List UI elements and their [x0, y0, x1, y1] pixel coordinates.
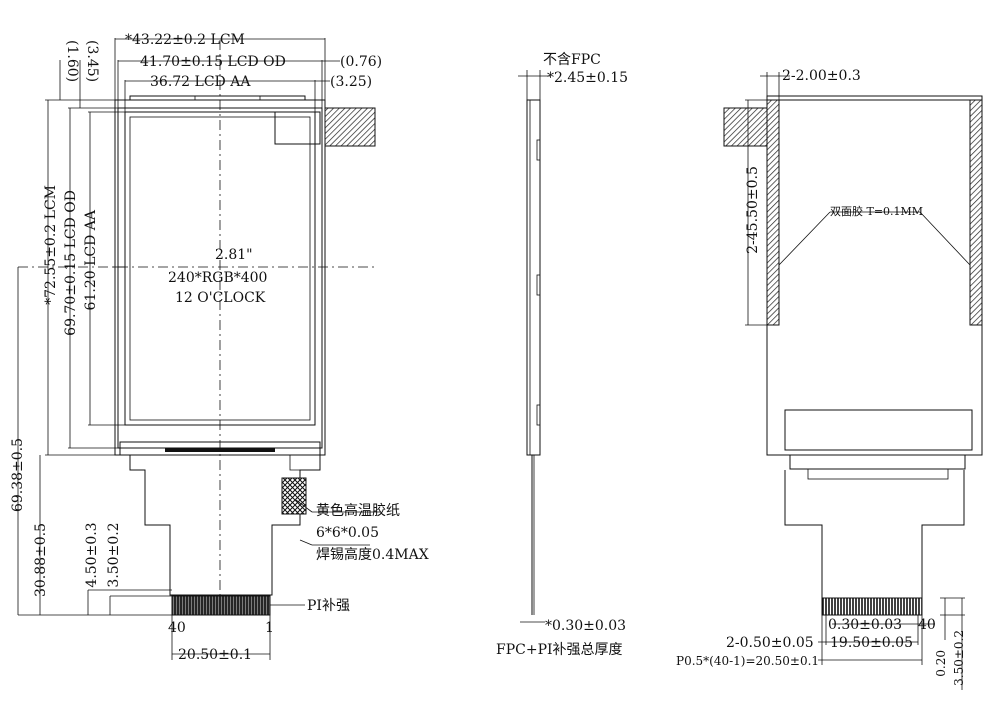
dim-pi-height-b: 3.50±0.2 [106, 522, 122, 587]
tape-label-1: 黄色高温胶纸 [316, 502, 400, 519]
back-tape-width: 2-2.00±0.3 [782, 68, 861, 84]
front-view: *43.22±0.2 LCM 41.70±0.15 LCD OD (0.76) … [10, 32, 429, 663]
back-pitch-formula: P0.5*(40-1)=20.50±0.1 [676, 654, 819, 668]
back-pin-dim: 0.30±0.03 [828, 617, 902, 633]
dim-right-offset-2: (3.25) [330, 74, 372, 90]
screen-size-label: 2.81" [215, 247, 253, 263]
back-pad-span: 19.50±0.05 [830, 635, 913, 651]
back-fpc-tab-hatched [723, 107, 768, 147]
dim-lcd-od-height: 69.70±0.15 LCD OD [63, 190, 79, 336]
back-outline [766, 99, 983, 456]
fpc-tail-outline [129, 455, 321, 596]
back-pad-width: 2-0.50±0.05 [726, 635, 814, 651]
pi-label: PI补强 [307, 598, 350, 614]
back-dim-350: 3.50±0.2 [952, 630, 966, 686]
dim-pi-height-a: 4.50±0.3 [84, 522, 100, 587]
dim-total-height: 69.38±0.5 [10, 438, 26, 512]
dim-lcd-aa-width: 36.72 LCD AA [150, 74, 251, 90]
resolution-label: 240*RGB*400 [168, 270, 267, 286]
back-pin-count: 40 [918, 617, 936, 633]
side-fpc-caption: FPC+PI补强总厚度 [496, 642, 623, 658]
back-fpc-outline [784, 470, 965, 599]
back-tape-length: 2-45.50±0.5 [745, 166, 761, 254]
side-view: 不含FPC *2.45±0.15 *0.30±0.03 FPC+PI补强总厚度 [496, 52, 628, 658]
dim-lcd-od-width: 41.70±0.15 LCD OD [140, 54, 286, 70]
dim-lcd-aa-height: 61.20 LCD AA [83, 209, 99, 310]
back-fpc-pins [821, 597, 923, 616]
dim-fpc-width: 20.50±0.1 [178, 647, 252, 663]
tape-spec-label: 双面胶 T=0.1MM [830, 204, 923, 218]
dim-top-offset-2: (3.45) [84, 40, 100, 82]
tape-strip-left [766, 99, 780, 326]
side-thickness: *2.45±0.15 [547, 70, 628, 86]
back-dim-020: 0.20 [934, 650, 948, 677]
solder-label: 焊锡高度0.4MAX [316, 546, 429, 563]
dim-lcm-height: *72.55±0.2 LCM [43, 185, 59, 305]
yellow-tape-pad [281, 477, 307, 515]
back-pcb-area [784, 409, 973, 451]
dim-right-offset-1: (0.76) [340, 54, 382, 70]
pin-right-label: 1 [265, 620, 274, 636]
side-no-fpc-label: 不含FPC [543, 52, 601, 68]
fpc-tab-hatched [324, 107, 376, 147]
view-direction-label: 12 O'CLOCK [175, 290, 266, 306]
pin-left-label: 40 [168, 620, 186, 636]
side-fpc-thickness: *0.30±0.03 [545, 618, 626, 634]
tape-label-2: 6*6*0.05 [316, 525, 379, 541]
dim-top-offset-1: (1.60) [64, 40, 80, 82]
fpc-window [274, 111, 321, 145]
tape-strip-right [969, 99, 983, 326]
back-view: 双面胶 T=0.1MM 2-2.00±0.3 2-45.50±0.5 0.30±… [676, 68, 983, 690]
dim-lcm-width: *43.22±0.2 LCM [125, 32, 245, 48]
dim-fpc-height: 30.88±0.5 [33, 523, 49, 597]
side-body [526, 99, 541, 456]
